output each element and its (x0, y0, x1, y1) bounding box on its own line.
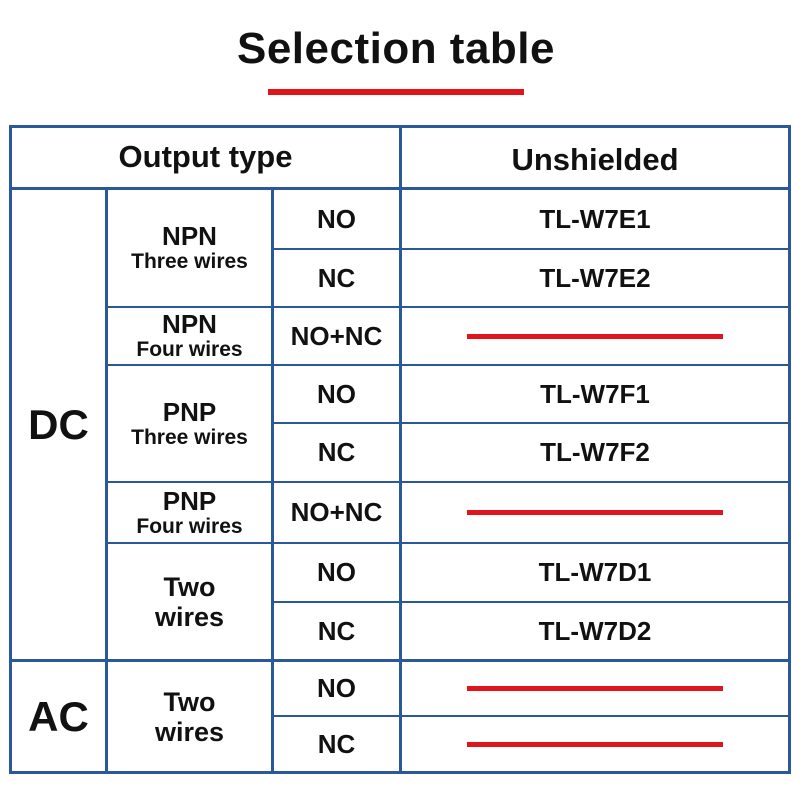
model-cell: TL-W7D2 (538, 615, 652, 646)
title-underline (268, 89, 524, 95)
wire-type-main: PNP (162, 396, 217, 427)
group-ac: AC (28, 692, 89, 740)
divider-row-7 (274, 601, 788, 603)
divider-npn-groups (108, 306, 788, 308)
header-unshielded: Unshielded (511, 141, 679, 177)
output-cell: NO (317, 203, 356, 234)
model-cell: TL-W7D1 (538, 557, 652, 587)
wire-type-sub: Four wires (136, 514, 243, 538)
divider-pnp-groups (108, 481, 788, 483)
model-cell: TL-W7E1 (539, 203, 651, 234)
wire-type-line-1: Two (163, 686, 216, 717)
wire-type-line-2: wires (154, 716, 225, 747)
output-cell: NO (317, 378, 356, 409)
output-cell: NC (317, 615, 356, 646)
divider-row-4 (274, 422, 788, 424)
header-output-type: Output type (118, 138, 293, 174)
wire-type-ac-two: Two wires (108, 662, 271, 771)
model-cell: TL-W7E2 (539, 262, 651, 293)
model-cell-unavailable (402, 483, 788, 542)
model-cell-unavailable (402, 717, 788, 771)
divider-row-9 (274, 715, 788, 717)
wire-type-pnp-four: PNP Four wires (108, 483, 271, 542)
wire-type-line-1: Two (163, 571, 216, 602)
divider-header (12, 187, 788, 190)
divider-model-column (399, 128, 402, 771)
model-cell: TL-W7F2 (540, 437, 650, 467)
unavailable-dash (467, 510, 723, 515)
model-cell-unavailable (402, 308, 788, 364)
wire-type-sub: Four wires (136, 338, 243, 361)
group-dc: DC (28, 400, 89, 448)
wire-type-main: NPN (162, 221, 217, 251)
unavailable-dash (467, 741, 723, 747)
wire-type-sub: Three wires (131, 425, 248, 449)
wire-type-dc-two: Two wires (108, 544, 271, 659)
divider-row-1 (274, 248, 788, 250)
divider-wire-column (271, 190, 274, 771)
output-cell: NC (317, 728, 356, 759)
unavailable-dash (467, 333, 723, 339)
unavailable-dash (467, 686, 723, 691)
divider-npn-pnp (108, 364, 788, 366)
page-title: Selection table (236, 24, 556, 73)
output-cell: NO+NC (290, 320, 383, 351)
output-cell: NC (317, 262, 356, 293)
divider-pnp-twowire (108, 542, 788, 544)
divider-dc-ac (12, 659, 788, 662)
wire-type-main: PNP (162, 485, 217, 516)
wire-type-pnp-three: PNP Three wires (108, 366, 271, 481)
wire-type-sub: Three wires (131, 250, 248, 273)
wire-type-line-2: wires (154, 601, 225, 632)
output-cell: NO+NC (290, 497, 383, 527)
output-cell: NC (317, 437, 356, 467)
divider-group-column (105, 190, 108, 771)
selection-table: Output type Unshielded DC AC NPN Three w… (9, 125, 791, 774)
wire-type-main: NPN (162, 309, 217, 339)
model-cell-unavailable (402, 662, 788, 715)
model-cell: TL-W7F1 (540, 378, 650, 409)
wire-type-npn-four: NPN Four wires (108, 308, 271, 364)
output-cell: NO (317, 557, 356, 587)
wire-type-npn-three: NPN Three wires (108, 190, 271, 306)
output-cell: NO (317, 673, 356, 703)
